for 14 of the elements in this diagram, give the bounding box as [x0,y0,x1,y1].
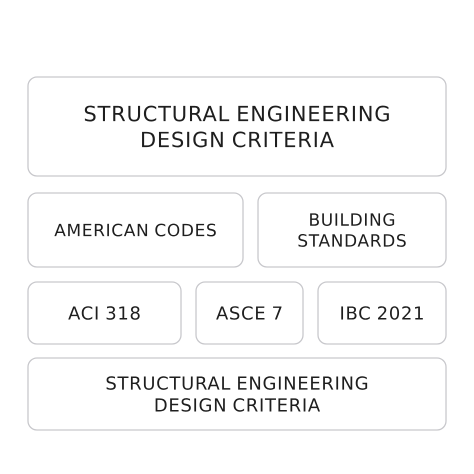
text-box [27,281,182,345]
box-label: ACI 318 [68,306,140,320]
box-label: ASCE 7 [216,306,282,320]
text-box [195,281,304,345]
box-label: AMERICAN CODES [54,224,216,236]
box-label: STRUCTURAL ENGINEERING DESIGN CRITERIA [84,106,389,148]
text-box [27,357,447,431]
box-label: IBC 2021 [341,306,423,320]
box-label: BUILDING STANDARDS [298,213,406,247]
box-label: STRUCTURAL ENGINEERING DESIGN CRITERIA [106,376,368,412]
text-box [27,192,244,268]
text-box [257,192,447,268]
text-box [27,76,447,177]
text-box [317,281,447,345]
